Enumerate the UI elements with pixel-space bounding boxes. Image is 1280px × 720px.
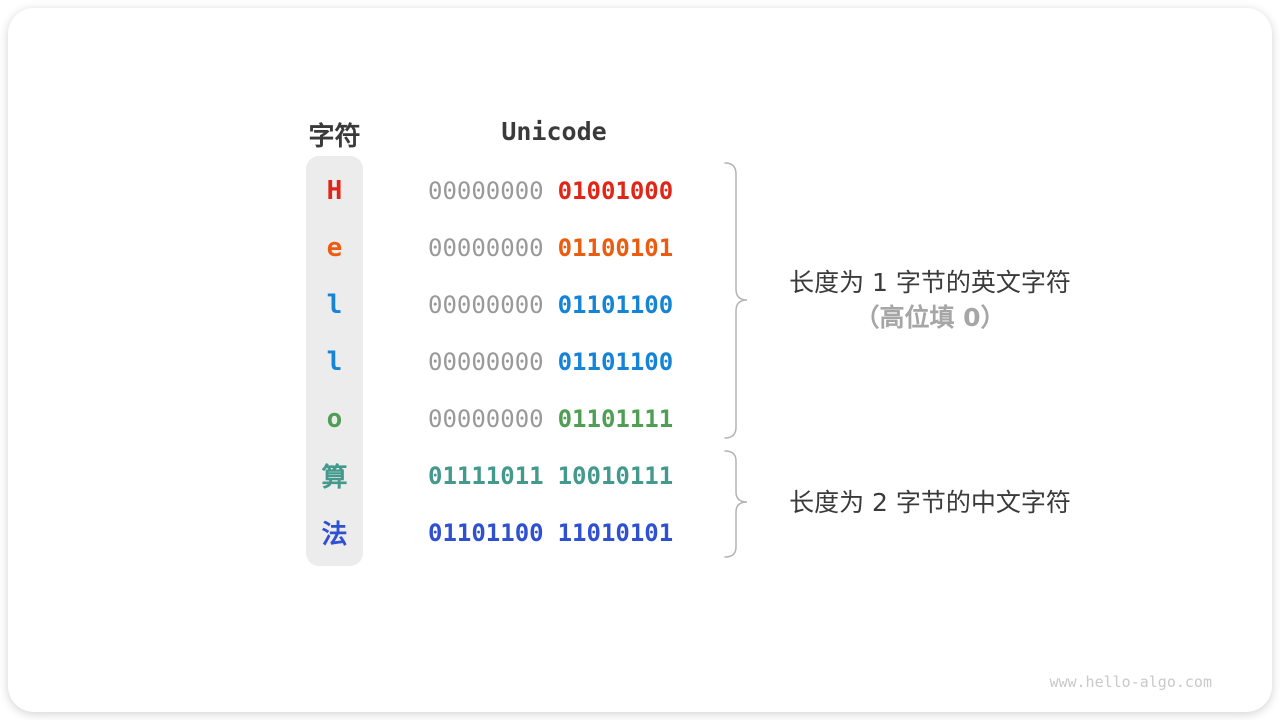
character-cell: H: [326, 175, 343, 206]
low-byte: 01001000: [557, 176, 674, 205]
high-byte: 01111011: [428, 461, 544, 490]
curly-brace-icon: [724, 162, 748, 439]
diagram-card: 字符 Unicode H 00000000 01001000 e 00000000…: [8, 8, 1272, 712]
table-row: l 00000000 01101100: [306, 333, 674, 390]
binary-value: 01111011 10010111: [428, 462, 673, 490]
high-byte: 00000000: [428, 290, 544, 319]
high-byte: 00000000: [428, 233, 544, 262]
encoding-table: H 00000000 01001000 e 00000000 01100101 l …: [306, 162, 673, 561]
table-row: H 00000000 01001000: [306, 162, 674, 219]
character-cell: 算: [321, 463, 348, 493]
binary-value: 01101100 11010101: [428, 519, 673, 547]
character-cell: o: [326, 403, 343, 434]
character-cell: e: [326, 232, 343, 263]
high-byte: 00000000: [428, 404, 544, 433]
annotation-chinese-chars: 长度为 2 字节的中文字符: [789, 488, 1071, 517]
column-header-unicode: Unicode: [501, 117, 607, 146]
binary-value: 00000000 01100101: [428, 234, 673, 262]
binary-value: 00000000 01001000: [428, 177, 673, 205]
low-byte: 01101100: [557, 290, 674, 319]
character-cell: l: [326, 289, 343, 320]
low-byte: 11010101: [557, 518, 674, 547]
binary-value: 00000000 01101111: [428, 405, 673, 433]
character-cell: 法: [321, 520, 348, 550]
binary-value: 00000000 01101100: [428, 291, 673, 319]
low-byte: 01101100: [557, 347, 674, 376]
table-row: l 00000000 01101100: [306, 276, 674, 333]
low-byte: 10010111: [557, 461, 674, 490]
character-cell: l: [326, 346, 343, 377]
watermark: www.hello-algo.com: [1049, 673, 1212, 691]
character-column-background: [306, 156, 363, 566]
column-header-char: 字符: [308, 122, 361, 152]
table-row: o 00000000 01101111: [306, 390, 674, 447]
high-byte: 00000000: [428, 347, 544, 376]
table-row: 法 01101100 11010101: [306, 504, 673, 561]
annotation-line-sub: （高位填 0）: [854, 303, 1006, 332]
high-byte: 00000000: [428, 176, 544, 205]
curly-brace-icon: [724, 450, 748, 558]
binary-value: 00000000 01101100: [428, 348, 673, 376]
annotation-line: 长度为 1 字节的英文字符: [789, 268, 1071, 297]
table-row: 算 01111011 10010111: [306, 447, 673, 504]
table-row: e 00000000 01100101: [306, 219, 674, 276]
annotation-english-chars: 长度为 1 字节的英文字符 （高位填 0）: [750, 265, 1110, 335]
low-byte: 01101111: [557, 404, 674, 433]
high-byte: 01101100: [428, 518, 544, 547]
low-byte: 01100101: [557, 233, 674, 262]
